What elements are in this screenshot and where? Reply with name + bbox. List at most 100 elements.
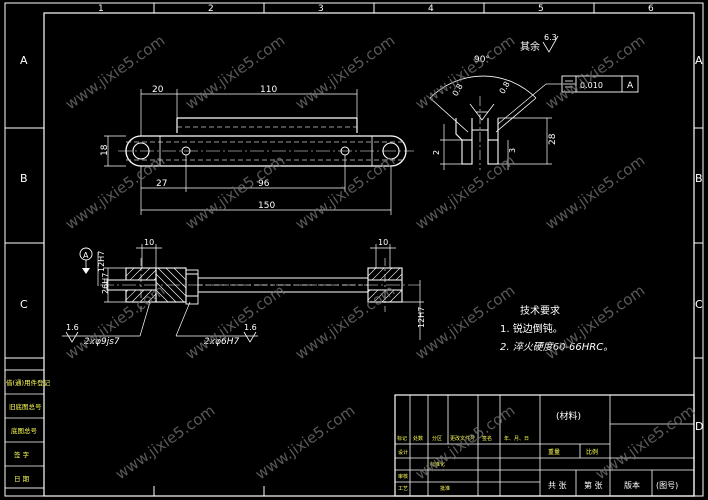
roughness-right-value: 1.6 xyxy=(244,323,257,332)
side-view: 90° 0.8 0.8 28 2 3 xyxy=(429,33,639,170)
header-date: 年、月、日 xyxy=(504,435,529,442)
tech-requirements: 技术要求 1. 锐边倒钝。 2. 淬火硬度60-66HRC。 xyxy=(500,304,613,353)
top-dims xyxy=(104,89,392,215)
dim-18: 18 xyxy=(100,144,110,156)
fit-top-left: 12H7 xyxy=(97,251,106,272)
watermark-layer: www.jixie5.com www.jixie5.com www.jixie5… xyxy=(62,31,698,483)
material-label: (材料) xyxy=(556,410,581,422)
watermark-3: www.jixie5.com xyxy=(182,31,288,113)
tech-req-title: 技术要求 xyxy=(520,304,560,317)
tolerance-datum: A xyxy=(627,81,634,91)
side-label-2: 旧底图总号 xyxy=(9,402,42,411)
row-approve: 批准 xyxy=(440,485,450,492)
row-check: 审核 xyxy=(398,473,408,480)
row-letter-b-left: B xyxy=(20,172,28,185)
watermark-13: www.jixie5.com xyxy=(292,281,398,363)
header-sign: 签名 xyxy=(482,435,492,442)
angle-leg-left xyxy=(429,97,469,133)
roughness-rest-icon xyxy=(542,35,559,53)
column-dividers xyxy=(153,3,595,496)
dim-96: 96 xyxy=(258,179,270,189)
title-block-grid xyxy=(394,394,695,497)
row-process: 工艺 xyxy=(398,486,408,492)
row-design: 设计 xyxy=(398,449,408,456)
sheets-total: 共 张 xyxy=(548,481,567,490)
mid-boss-right xyxy=(185,269,199,305)
row-letter-c-left: C xyxy=(20,298,28,311)
fit-right-label: 12H7 xyxy=(417,307,426,328)
tech-req-item-1: 1. 锐边倒钝。 xyxy=(500,322,563,335)
rest-label: 其余 xyxy=(520,40,540,53)
weight-label: 重量 xyxy=(548,448,560,456)
side-label-3: 底图总号 xyxy=(11,426,38,435)
watermark-17: www.jixie5.com xyxy=(252,401,358,483)
dim-110: 110 xyxy=(260,85,277,95)
side-register-table xyxy=(4,369,45,489)
chamfer-right-label: 0.8 xyxy=(498,80,512,96)
dim-27: 27 xyxy=(156,179,167,189)
width-a-label: 2 xyxy=(432,150,441,155)
side-profile-stem xyxy=(461,139,473,165)
hole-right-label: 2xφ6H7 xyxy=(204,337,239,347)
tolerance-value: 0.010 xyxy=(580,81,603,90)
width-left-label: 10 xyxy=(144,238,154,247)
height-label: 28 xyxy=(548,133,558,145)
watermark-2: www.jixie5.com xyxy=(62,151,168,233)
roughness-rest-value: 6.3 xyxy=(544,33,557,42)
datum-a-letter: A xyxy=(83,251,89,260)
angle-leg-right xyxy=(495,97,537,133)
watermark-1: www.jixie5.com xyxy=(62,31,168,113)
side-label-5: 日 期 xyxy=(14,475,30,483)
row-letter-a-left: A xyxy=(20,54,28,67)
row-letter-a-right: A xyxy=(695,54,703,67)
side-profile xyxy=(455,118,499,141)
raised-band xyxy=(176,117,358,133)
width-b-label: 3 xyxy=(508,148,517,153)
tolerance-frame xyxy=(561,75,639,93)
roughness-right-icon xyxy=(243,331,257,343)
watermark-16: www.jixie5.com xyxy=(112,401,218,483)
col-number-2: 2 xyxy=(208,4,214,14)
watermark-19: www.jixie5.com xyxy=(592,401,698,483)
watermark-10: www.jixie5.com xyxy=(542,151,648,233)
col-number-3: 3 xyxy=(318,4,324,14)
section-dims xyxy=(62,244,424,340)
section-view: A 12H7 10 10 26H7 12H7 1.6 xyxy=(62,238,426,347)
dim-150: 150 xyxy=(258,201,275,211)
col-number-6: 6 xyxy=(648,4,654,14)
dim-20: 20 xyxy=(152,85,164,95)
inner-frame xyxy=(43,12,695,497)
col-number-1: 1 xyxy=(98,4,104,14)
row-letter-c-right: C xyxy=(695,298,703,311)
scale-label: 比例 xyxy=(586,448,598,456)
header-zone: 分区 xyxy=(432,435,442,442)
roughness-left-value: 1.6 xyxy=(66,323,79,332)
angle-arc xyxy=(429,75,537,99)
side-profile-stem-right xyxy=(487,139,499,165)
watermark-7: www.jixie5.com xyxy=(412,31,518,113)
row-letter-b-right: B xyxy=(695,172,703,185)
drawing-no-label: (图号) xyxy=(656,481,678,490)
fit-left-label: 26H7 xyxy=(101,273,110,294)
symmetry-symbol-icon xyxy=(563,80,575,88)
watermark-4: www.jixie5.com xyxy=(182,151,288,233)
roughness-left-icon xyxy=(65,331,79,343)
tech-req-item-2: 2. 淬火硬度60-66HRC。 xyxy=(500,341,613,353)
col-number-5: 5 xyxy=(538,4,544,14)
watermark-5: www.jixie5.com xyxy=(292,31,398,113)
side-label-4: 签 字 xyxy=(14,450,30,459)
row-dividers xyxy=(5,127,703,359)
roughness-v-mark xyxy=(469,103,495,121)
header-mark: 标记 xyxy=(397,435,407,442)
top-view: 20 110 18 27 96 150 xyxy=(100,85,414,215)
datum-triangle-icon xyxy=(82,268,90,274)
col-number-4: 4 xyxy=(428,4,434,14)
angle-label: 90° xyxy=(474,55,490,65)
version-label: 版本 xyxy=(624,480,640,490)
header-count: 处数 xyxy=(413,435,423,442)
height-dim xyxy=(440,117,552,170)
header-change-doc: 更改文件号 xyxy=(450,435,475,442)
watermark-9: www.jixie5.com xyxy=(542,31,648,113)
row-letter-d-right: D xyxy=(695,420,703,433)
